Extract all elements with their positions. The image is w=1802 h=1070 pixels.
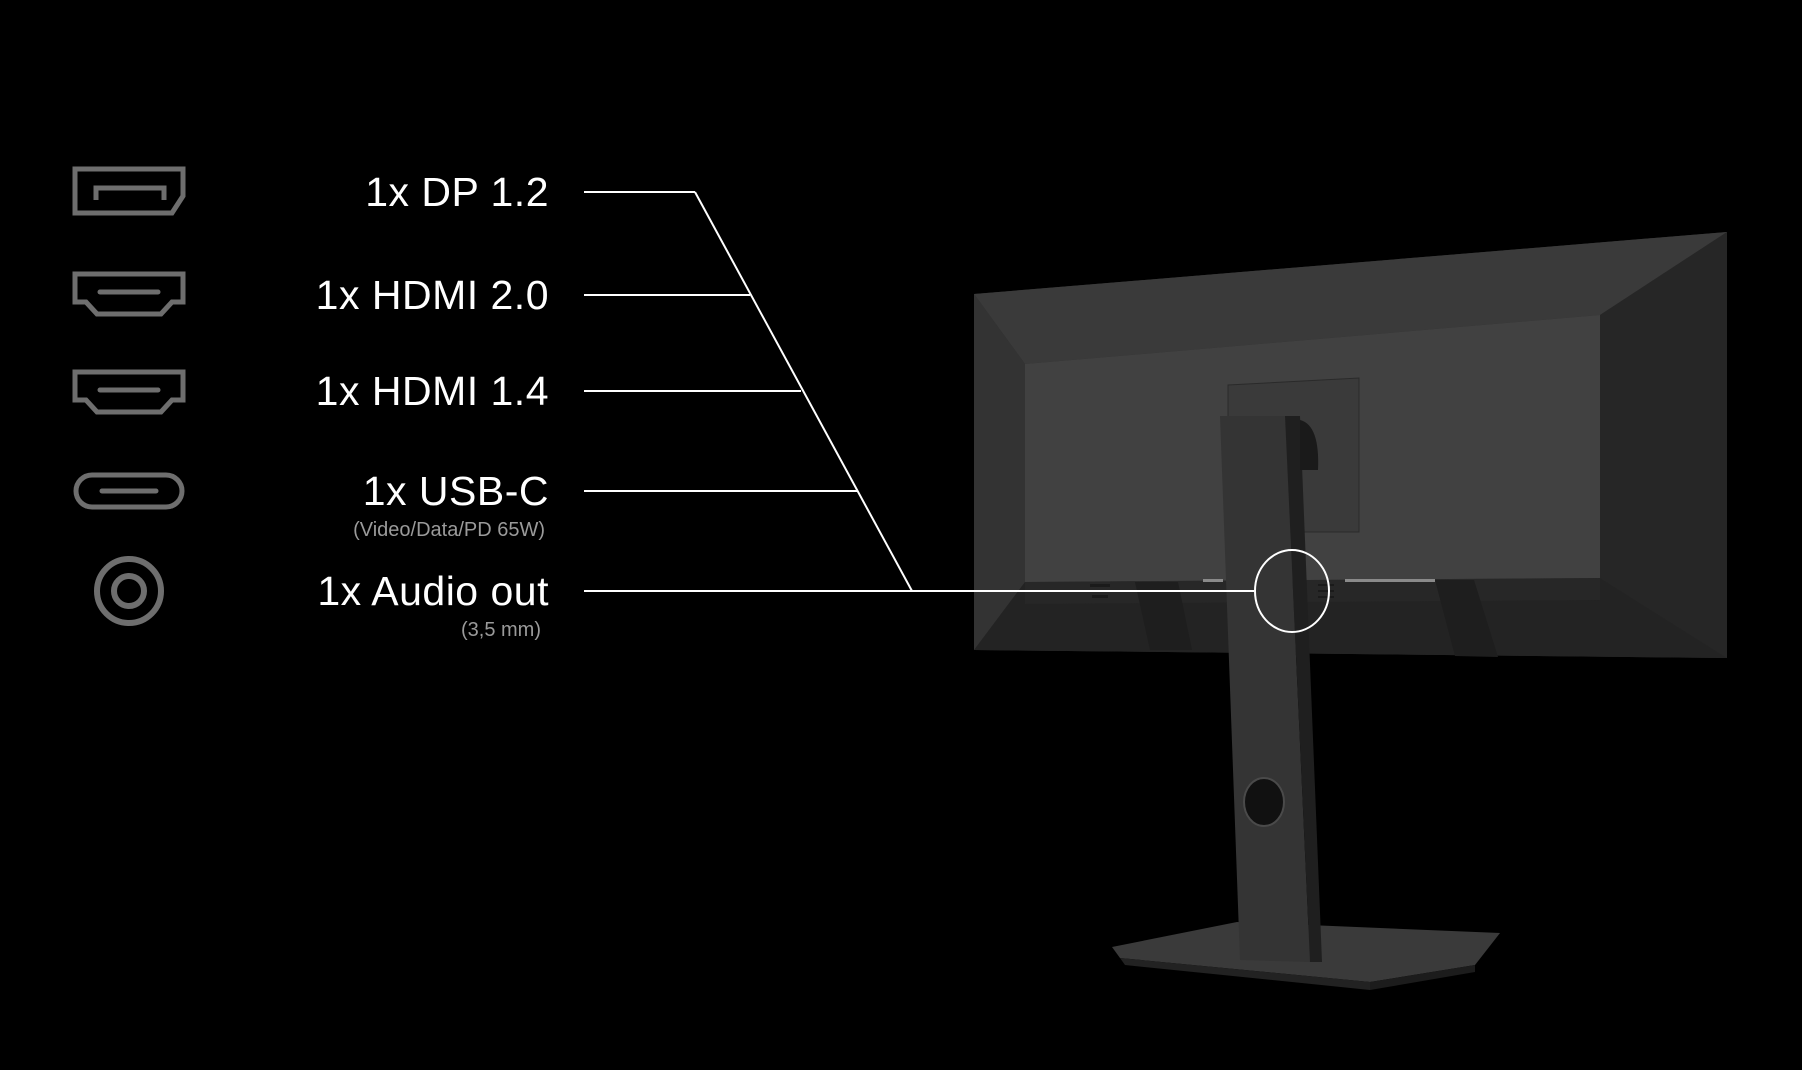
port-label-audio: 1x Audio out (3,5 mm): [317, 568, 549, 641]
port-label-dp: 1x DP 1.2: [365, 172, 549, 213]
hdmi-icon: [72, 369, 186, 415]
hdmi-icon: [72, 271, 186, 317]
port-name: 1x Audio out: [317, 568, 549, 614]
monitor-rear: [974, 232, 1727, 658]
port-detail: (Video/Data/PD 65W): [353, 519, 545, 541]
displayport-icon: [72, 166, 186, 216]
port-detail: (3,5 mm): [461, 619, 541, 641]
port-label-hdmi20: 1x HDMI 2.0: [316, 275, 549, 316]
monitor-stand: [1112, 416, 1500, 990]
port-highlight-circle: [1254, 549, 1330, 633]
port-name: 1x DP 1.2: [365, 169, 549, 215]
port-label-usbc: 1x USB-C (Video/Data/PD 65W): [353, 468, 549, 541]
audio-jack-icon: [94, 556, 164, 626]
port-name: 1x USB-C: [362, 468, 549, 514]
port-name: 1x HDMI 1.4: [315, 368, 549, 414]
port-name: 1x HDMI 2.0: [315, 272, 549, 318]
port-label-hdmi14: 1x HDMI 1.4: [316, 371, 549, 412]
usb-c-icon: [73, 472, 185, 510]
leader-line-diagonal: [694, 191, 913, 592]
leader-lines: [584, 191, 1330, 633]
